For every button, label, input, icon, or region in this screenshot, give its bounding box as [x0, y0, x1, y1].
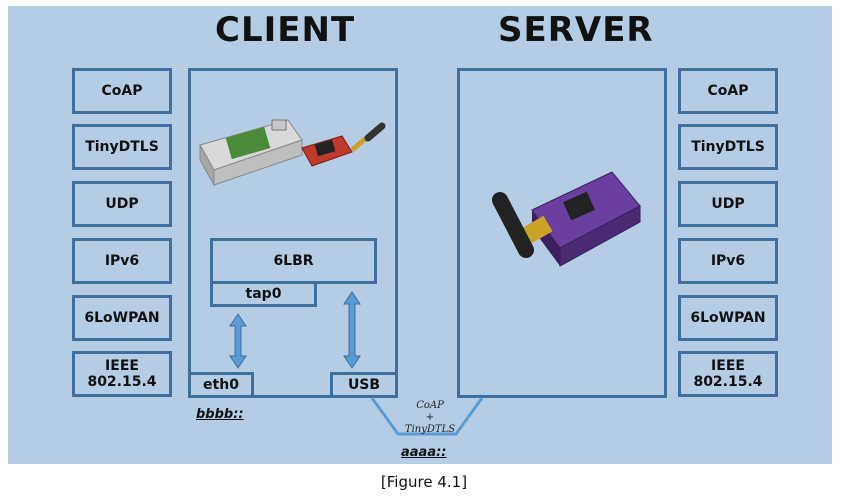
radio-link-line — [370, 397, 484, 436]
tap0-eth0-arrow — [229, 313, 247, 369]
server-stack-6lowpan: 6LoWPAN — [678, 295, 778, 341]
client-address: bbbb:: — [196, 407, 244, 422]
client-stack-ipv6: IPv6 — [72, 238, 172, 284]
server-radio-image — [492, 171, 641, 267]
server-stack-ieee: IEEE 802.15.4 — [678, 351, 778, 397]
link-protocol-line1: CoAP — [416, 400, 444, 411]
client-stack-coap: CoAP — [72, 68, 172, 114]
eth0-box: eth0 — [188, 372, 254, 398]
server-title: SERVER — [498, 10, 654, 50]
server-stack-ipv6: IPv6 — [678, 238, 778, 284]
client-stack-6lowpan: 6LoWPAN — [72, 295, 172, 341]
link-protocol-line3: TinyDTLS — [404, 424, 456, 435]
client-title: CLIENT — [215, 10, 356, 50]
usb-box: USB — [330, 372, 398, 398]
client-stack-udp: UDP — [72, 181, 172, 227]
client-radio-image — [301, 122, 386, 167]
figure-caption: [Figure 4.1] — [380, 473, 468, 491]
server-stack-udp: UDP — [678, 181, 778, 227]
client-frame — [188, 68, 398, 398]
6lbr-usb-arrow — [343, 291, 361, 369]
client-stack-tinydtls: TinyDTLS — [72, 124, 172, 170]
link-protocol-plus: + — [425, 412, 435, 423]
link-address: aaaa:: — [401, 445, 447, 460]
server-stack-coap: CoAP — [678, 68, 778, 114]
tap0-box: tap0 — [210, 281, 317, 307]
client-stack-ieee: IEEE 802.15.4 — [72, 351, 172, 397]
server-frame — [457, 68, 667, 398]
raspberry-pi-image — [199, 119, 303, 187]
server-stack-tinydtls: TinyDTLS — [678, 124, 778, 170]
